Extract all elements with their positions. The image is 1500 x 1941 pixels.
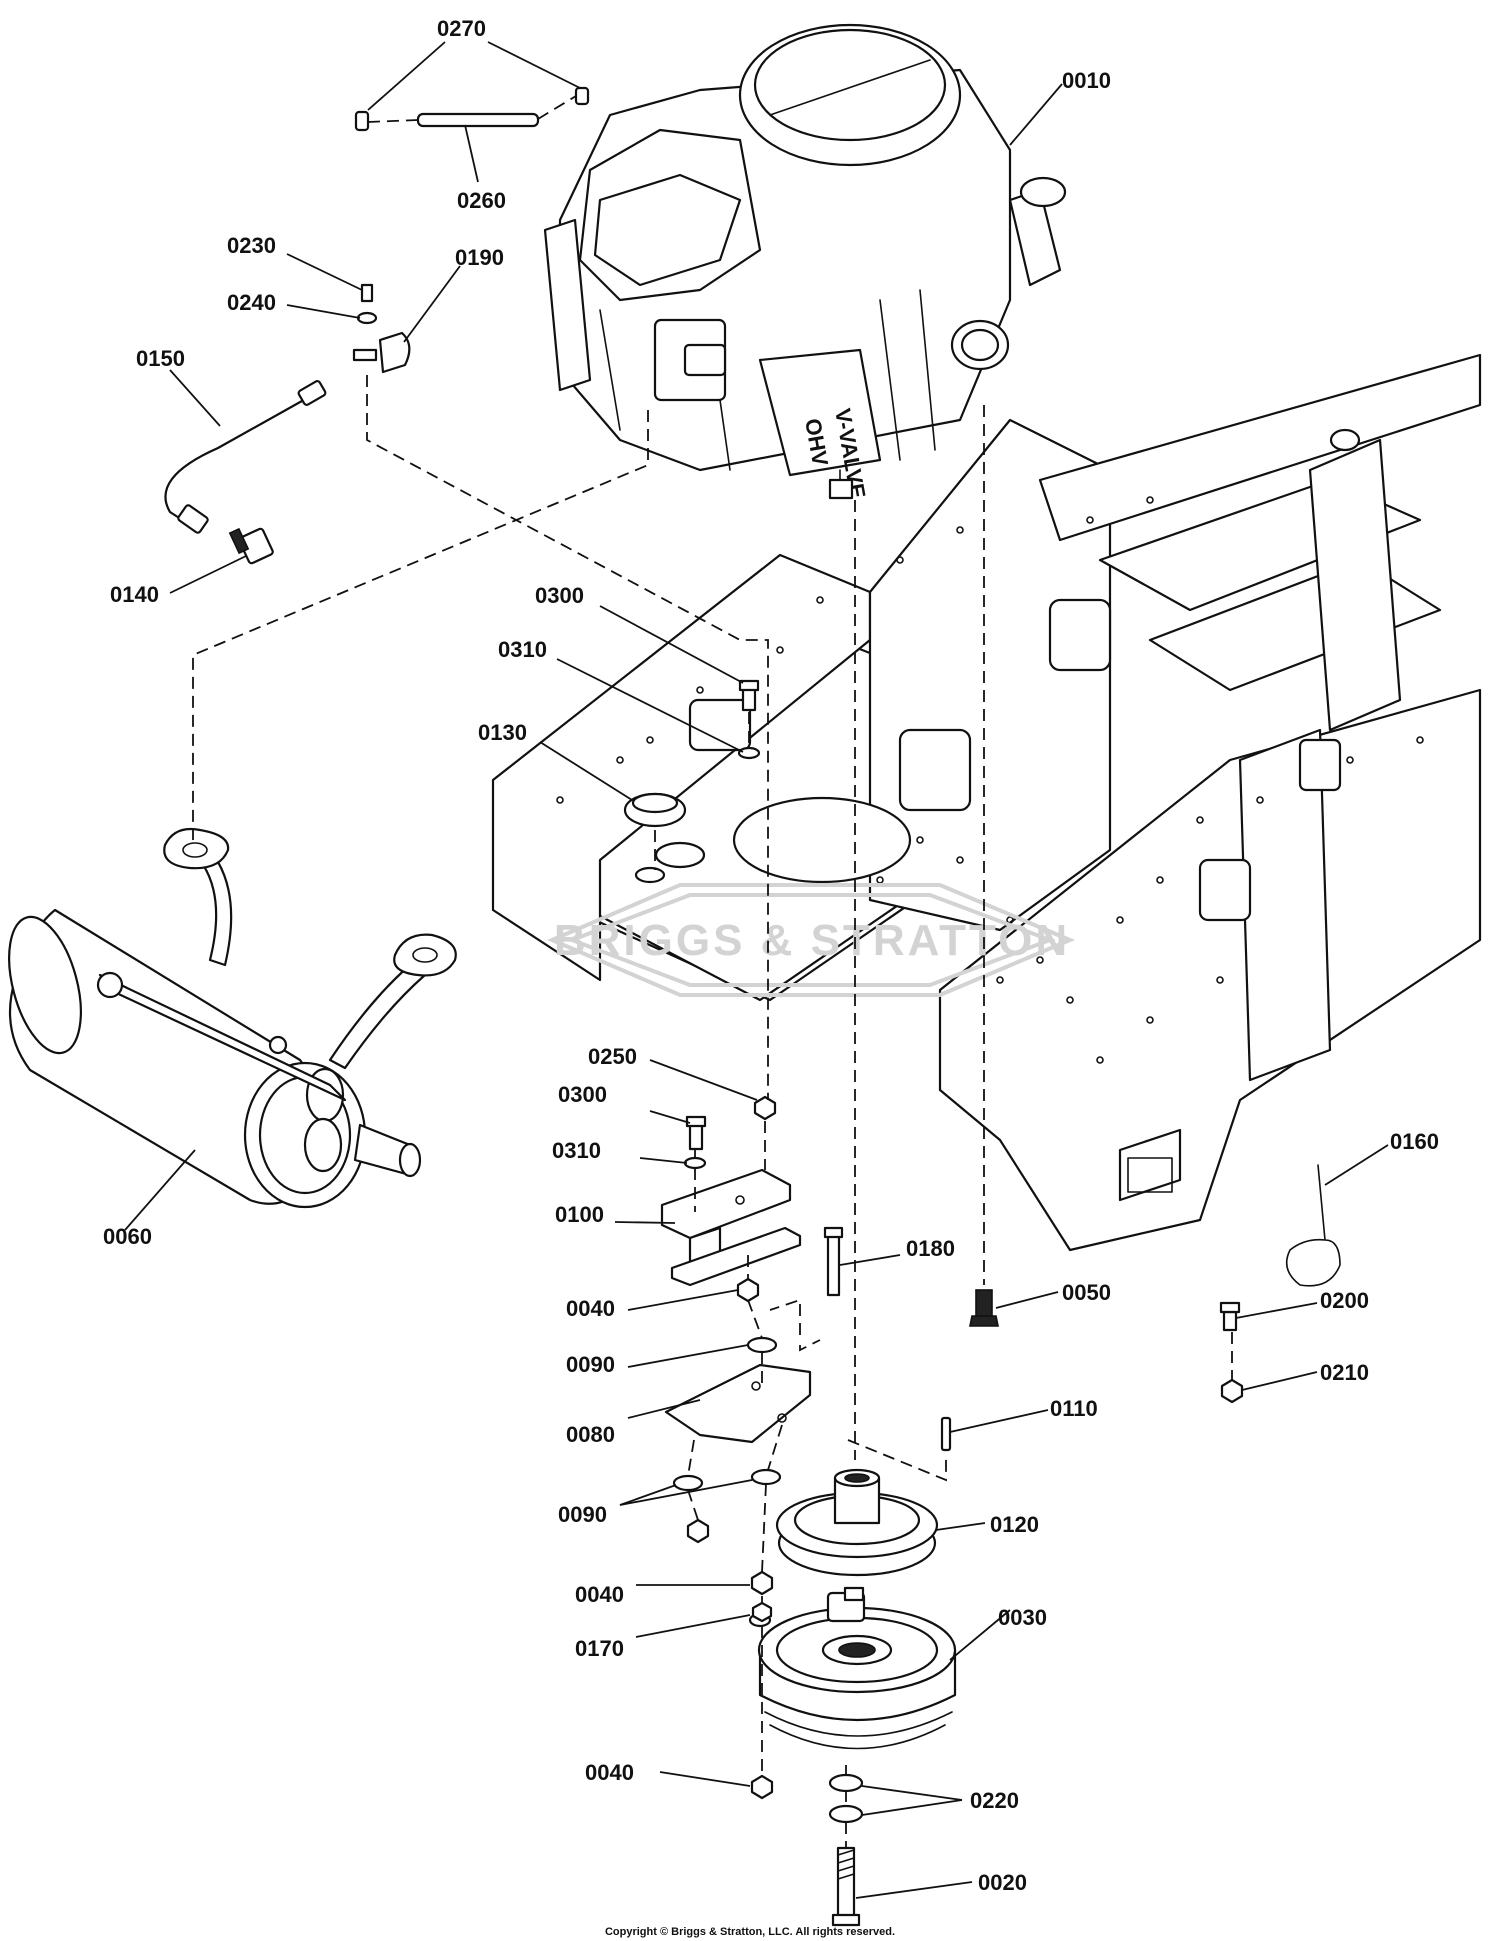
callout-0140: 0140 <box>110 582 159 607</box>
frame-holes <box>556 496 1424 1064</box>
callout-0230: 0230 <box>227 233 276 258</box>
callout-0220: 0220 <box>970 1788 1019 1813</box>
leader-lines <box>124 41 1389 1899</box>
callout-0040-c: 0040 <box>585 1760 634 1785</box>
callout-0090-a: 0090 <box>566 1352 615 1377</box>
callout-0080: 0080 <box>566 1422 615 1447</box>
callout-0110: 0110 <box>1050 1396 1098 1421</box>
callout-0090-b: 0090 <box>558 1502 607 1527</box>
engine-assembly: OHV V-VALVE <box>543 23 1067 500</box>
hardware <box>623 679 1341 1927</box>
callout-0300-lower: 0300 <box>558 1082 607 1107</box>
callout-0270: 0270 <box>437 16 486 41</box>
watermark-text: BRIGGS & STRATTON <box>554 916 1070 965</box>
callout-0040-b: 0040 <box>575 1582 624 1607</box>
callout-labels: 0270 0010 0260 0230 0190 0240 0150 0140 … <box>103 16 1439 1895</box>
callout-0030: 0030 <box>998 1605 1047 1630</box>
callout-0020: 0020 <box>978 1870 1027 1895</box>
callout-0310-upper: 0310 <box>498 637 547 662</box>
oil-drain-hose <box>164 86 590 565</box>
callout-0100: 0100 <box>555 1202 604 1227</box>
callout-0120: 0120 <box>990 1512 1039 1537</box>
callout-0170: 0170 <box>575 1636 624 1661</box>
callout-0210: 0210 <box>1320 1360 1369 1385</box>
callout-0300-upper: 0300 <box>535 583 584 608</box>
callout-0050: 0050 <box>1062 1280 1111 1305</box>
copyright-notice: Copyright © Briggs & Stratton, LLC. All … <box>604 1926 896 1938</box>
callout-0200: 0200 <box>1320 1288 1369 1313</box>
callout-0150: 0150 <box>136 346 185 371</box>
muffler-assembly <box>8 827 457 1209</box>
callout-0010: 0010 <box>1062 68 1111 93</box>
callout-0160: 0160 <box>1390 1129 1439 1154</box>
callout-0250: 0250 <box>588 1044 637 1069</box>
callout-0180: 0180 <box>906 1236 955 1261</box>
brand-watermark: BRIGGS & STRATTON <box>546 883 1076 997</box>
callout-0310-lower: 0310 <box>552 1138 601 1163</box>
callout-0190: 0190 <box>455 245 504 270</box>
callout-0260: 0260 <box>457 188 506 213</box>
assembly-dashed-lines <box>192 95 1233 1848</box>
callout-0040-a: 0040 <box>566 1296 615 1321</box>
callout-0130: 0130 <box>478 720 527 745</box>
mower-frame <box>491 353 1482 1252</box>
callout-0060: 0060 <box>103 1224 152 1249</box>
pto-pulley-clutch <box>757 1468 957 1750</box>
callout-0240: 0240 <box>227 290 276 315</box>
